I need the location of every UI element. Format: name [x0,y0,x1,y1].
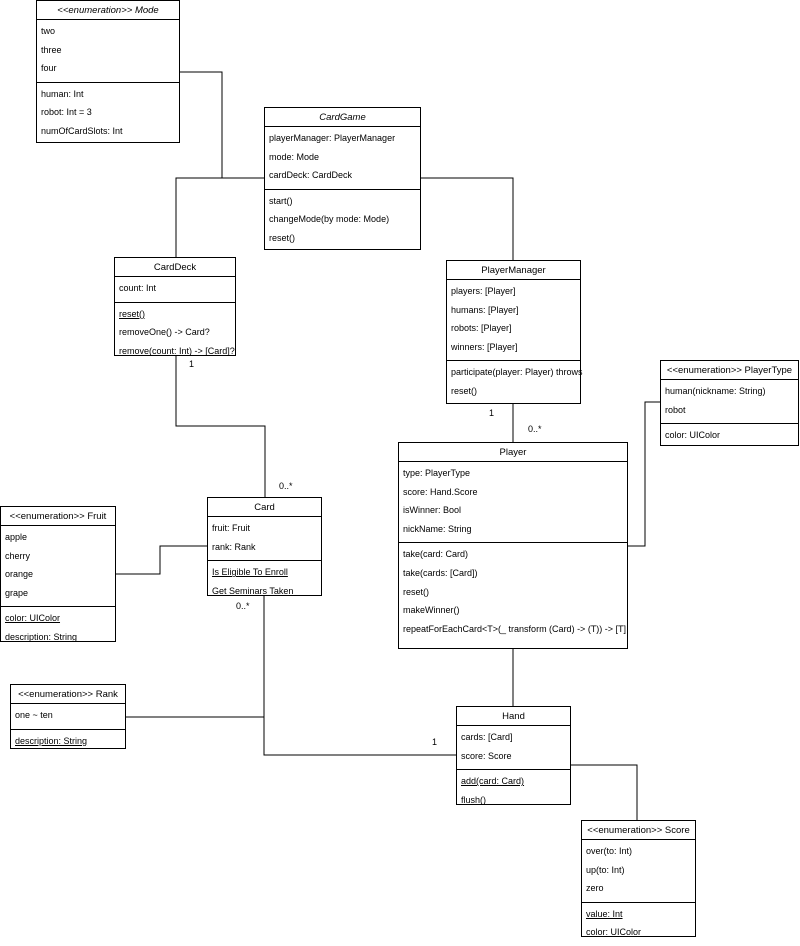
player-method: take(card: Card) [403,549,469,560]
card-prop: fruit: Fruit [212,523,251,533]
mode-case: three [41,44,62,55]
card-hand-line [263,596,457,756]
hand-prop: score: Score [461,750,512,761]
multiplicity-label: 1 [432,737,438,747]
hand-score-line [571,764,638,820]
score-title: <<enumeration>> Score [582,821,695,840]
hand-prop: cards: [Card] [461,732,513,742]
player-class[interactable]: Player type: PlayerType score: Hand.Scor… [398,442,628,649]
playermanager-prop: humans: [Player] [451,304,519,315]
playermanager-title: PlayerManager [447,261,580,280]
carddeck-prop: count: Int [119,283,157,293]
mode-cardgame-line [180,71,265,179]
card-method: Is Eligible To Enroll [212,567,288,578]
player-method: take(cards: [Card]) [403,567,478,578]
rank-case: one ~ ten [15,710,53,720]
hand-method: flush() [461,794,487,805]
mode-prop: human: Int [41,88,84,99]
player-prop: nickName: String [403,523,472,534]
hand-method: add(card: Card) [461,776,525,787]
playermanager-method: participate(player: Player) throws [451,367,583,378]
fruit-prop: color: UIColor [5,613,61,624]
rank-enum[interactable]: <<enumeration>> Rank one ~ ten descripti… [10,684,126,749]
mode-cases: two three four [37,20,179,83]
fruit-title: <<enumeration>> Fruit [1,507,115,526]
mode-props: human: Int robot: Int = 3 numOfCardSlots… [37,83,179,145]
score-case: up(to: Int) [586,864,625,875]
card-title: Card [208,498,321,517]
hand-title: Hand [457,707,570,726]
cardgame-class[interactable]: CardGame playerManager: PlayerManager mo… [264,107,421,250]
playertype-player-line [628,401,660,547]
rank-prop: description: String [15,735,88,746]
playermanager-prop: players: [Player] [451,286,516,296]
fruit-card-line [116,545,207,575]
carddeck-title: CardDeck [115,258,235,277]
player-prop: score: Hand.Score [403,486,478,497]
score-prop: value: Int [586,908,623,919]
playermanager-prop: robots: [Player] [451,323,512,334]
player-prop: type: PlayerType [403,468,471,478]
player-method: repeatForEachCard<T>(_ transform (Card) … [403,623,627,634]
score-case: zero [586,883,604,894]
player-method: makeWinner() [403,605,460,616]
fruit-enum[interactable]: <<enumeration>> Fruit apple cherry orang… [0,506,116,642]
hand-class[interactable]: Hand cards: [Card] score: Score add(card… [456,706,571,805]
playertype-enum[interactable]: <<enumeration>> PlayerType human(nicknam… [660,360,799,446]
cardgame-method: changeMode(by mode: Mode) [269,214,390,225]
player-method: reset() [403,586,430,597]
playertype-prop: color: UIColor [665,430,721,441]
player-prop: isWinner: Bool [403,505,462,516]
cardgame-prop: cardDeck: CardDeck [269,170,353,181]
playertype-case: human(nickname: String) [665,386,766,396]
score-case: over(to: Int) [586,846,633,856]
score-enum[interactable]: <<enumeration>> Score over(to: Int) up(t… [581,820,696,937]
multiplicity-label: 0..* [528,424,542,434]
carddeck-method: reset() [119,308,146,319]
fruit-case: orange [5,569,34,580]
player-title: Player [399,443,627,462]
multiplicity-label: 1 [489,408,495,418]
card-prop: rank: Rank [212,541,256,552]
playermanager-class[interactable]: PlayerManager players: [Player] humans: … [446,260,583,404]
carddeck-method: removeOne() -> Card? [119,327,210,338]
rank-title: <<enumeration>> Rank [11,685,125,704]
carddeck-class[interactable]: CardDeck count: Int reset() removeOne() … [114,257,236,356]
carddeck-card-line [175,356,266,497]
multiplicity-label: 1 [189,359,195,369]
cardgame-title: CardGame [265,108,420,127]
card-method: Get Seminars Taken [212,585,294,596]
playertype-case: robot [665,404,686,415]
cardgame-method: reset() [269,232,296,243]
multiplicity-label: 0..* [236,601,250,611]
cardgame-prop: mode: Mode [269,151,320,162]
cardgame-method: start() [269,195,293,206]
mode-prop: numOfCardSlots: Int [41,125,123,136]
fruit-case: grape [5,587,29,598]
fruit-case: apple [5,532,28,542]
mode-prop: robot: Int = 3 [41,107,92,118]
playermanager-method: reset() [451,385,478,396]
playertype-title: <<enumeration>> PlayerType [661,361,798,380]
mode-enum[interactable]: <<enumeration>> Mode two three four huma… [36,0,180,143]
mode-enum-title: <<enumeration>> Mode [37,1,179,20]
cardgame-playermanager-line [421,177,514,260]
mode-case: four [41,63,57,74]
mode-case: two [41,26,56,36]
carddeck-method: remove(count: Int) -> [Card]? [119,345,235,356]
cardgame-prop: playerManager: PlayerManager [269,133,396,143]
fruit-case: cherry [5,550,31,561]
card-class[interactable]: Card fruit: Fruit rank: Rank Is Eligible… [207,497,322,596]
playermanager-prop: winners: [Player] [451,341,518,352]
score-prop: color: UIColor [586,927,642,938]
cardgame-carddeck-line [175,177,265,257]
multiplicity-label: 0..* [279,481,293,491]
fruit-prop: description: String [5,631,78,642]
